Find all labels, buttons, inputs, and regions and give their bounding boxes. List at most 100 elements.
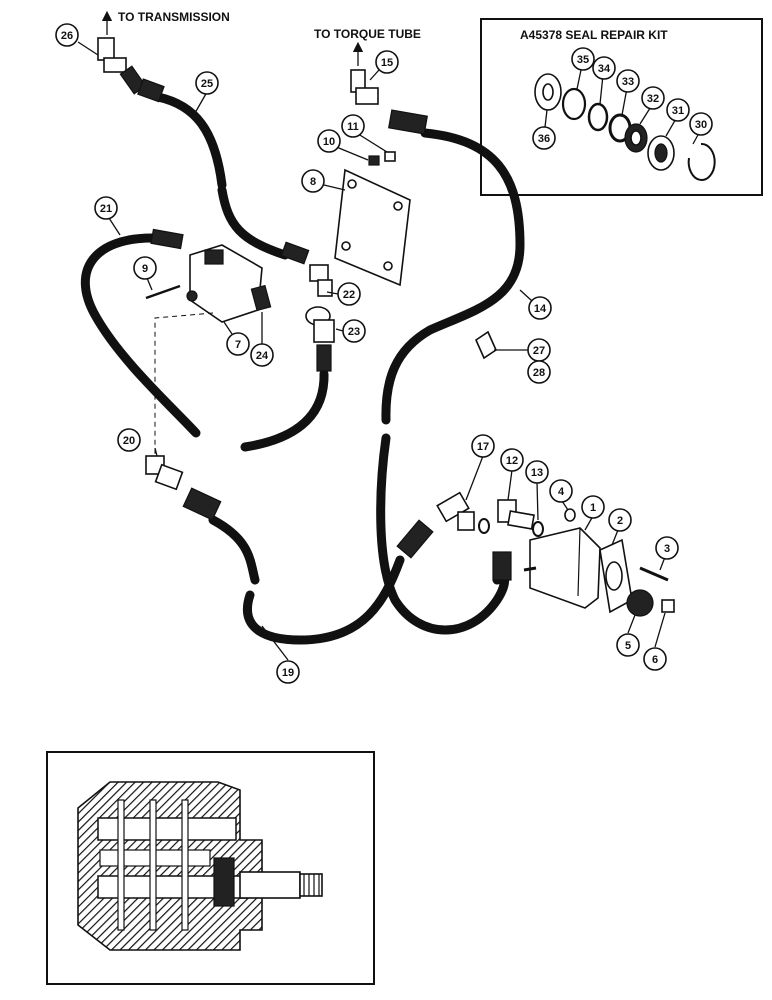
elbow-26-arm xyxy=(103,57,127,73)
seal-repair-kit-panel: A45378 SEAL REPAIR KIT xyxy=(480,18,763,196)
leader-15 xyxy=(369,69,380,81)
callout-21-text: 21 xyxy=(100,203,112,215)
hose-19-pump-fitting xyxy=(396,519,434,559)
elbow-17-stem xyxy=(457,511,475,531)
leader-13 xyxy=(536,481,539,521)
callout-9-text: 9 xyxy=(142,263,148,275)
snap-ring-30 xyxy=(687,142,716,181)
callout-12: 12 xyxy=(500,448,524,472)
leader-14 xyxy=(519,289,533,302)
leader-2 xyxy=(611,529,619,546)
callout-5: 5 xyxy=(616,633,640,657)
callout-15: 15 xyxy=(375,50,399,74)
callout-11-text: 11 xyxy=(347,121,359,133)
plate-hole-4 xyxy=(383,261,393,271)
leader-36 xyxy=(544,109,548,128)
callout-9: 9 xyxy=(133,256,157,280)
elbow-12 xyxy=(497,499,535,530)
callout-7: 7 xyxy=(226,332,250,356)
callout-15-text: 15 xyxy=(381,57,393,69)
leader-11 xyxy=(354,131,388,153)
callout-33: 33 xyxy=(616,69,640,93)
callout-22: 22 xyxy=(337,282,361,306)
callout-19: 19 xyxy=(276,660,300,684)
callout-34-text: 34 xyxy=(598,63,611,75)
callout-27-text: 27 xyxy=(533,345,545,357)
elbow-22-head xyxy=(309,264,329,282)
pump-cross-section-inset xyxy=(46,751,375,985)
callout-17-text: 17 xyxy=(477,441,489,453)
callout-31: 31 xyxy=(666,98,690,122)
callout-19-text: 19 xyxy=(282,667,294,679)
seal-kit-border xyxy=(480,18,763,196)
callout-22-text: 22 xyxy=(343,289,355,301)
gear-tooth-3 xyxy=(181,799,189,931)
elbow-15-arm xyxy=(355,87,379,105)
bolt-3 xyxy=(639,566,669,582)
o-ring-17 xyxy=(478,518,490,534)
elbow-20 xyxy=(145,455,222,521)
callout-34: 34 xyxy=(592,56,616,80)
callout-23: 23 xyxy=(342,319,366,343)
leader-19 xyxy=(261,625,289,661)
callout-7-text: 7 xyxy=(235,339,241,351)
ring-34 xyxy=(587,102,609,132)
mounting-plate-8 xyxy=(334,168,411,287)
callout-28: 28 xyxy=(527,360,551,384)
valve-7-cap xyxy=(204,249,224,265)
bearing-32-bore xyxy=(630,130,642,146)
callout-3: 3 xyxy=(655,536,679,560)
shaft-spline xyxy=(299,873,323,897)
elbow-22 xyxy=(309,264,333,297)
callout-33-text: 33 xyxy=(622,76,634,88)
pump-1-shaft xyxy=(523,566,537,572)
callout-21: 21 xyxy=(94,196,118,220)
bolt-9 xyxy=(145,284,181,300)
plate-hole-2 xyxy=(393,201,403,211)
callout-10: 10 xyxy=(317,129,341,153)
callout-4-text: 4 xyxy=(558,486,565,498)
washer-4 xyxy=(564,508,576,522)
leader-12 xyxy=(507,469,513,501)
leader-25 xyxy=(194,91,208,114)
hose-25-lower-fitting xyxy=(280,241,310,265)
hose-19 xyxy=(243,555,405,645)
to-torque-tube-label: TO TORQUE TUBE xyxy=(314,27,421,41)
elbow-17 xyxy=(436,491,475,531)
hose-25-ferrule xyxy=(137,78,165,103)
callout-8: 8 xyxy=(301,169,325,193)
plate-hole-1 xyxy=(347,179,357,189)
callout-31-text: 31 xyxy=(672,105,684,117)
gear-tooth-2 xyxy=(149,799,157,931)
tee-23-hose-end xyxy=(316,344,332,372)
leader-17 xyxy=(465,455,484,501)
callout-11: 11 xyxy=(341,114,365,138)
elbow-20-arm xyxy=(154,463,184,491)
callout-24: 24 xyxy=(250,343,274,367)
leader-10 xyxy=(333,145,369,161)
plate-8-body xyxy=(334,168,411,287)
plug-24 xyxy=(250,284,272,312)
leader-35 xyxy=(576,69,582,90)
hose-19-end-fitting xyxy=(182,487,222,521)
nut-10 xyxy=(368,155,380,166)
seal-31-bore xyxy=(654,143,668,163)
upper-gear-cavity xyxy=(97,817,237,841)
plate-hole-3 xyxy=(341,241,351,251)
elbow-22-stem xyxy=(317,279,333,297)
leader-7 xyxy=(223,321,233,335)
leader-34 xyxy=(599,74,604,105)
nut-6 xyxy=(661,599,675,613)
callout-13-text: 13 xyxy=(531,467,543,479)
o-ring-13 xyxy=(532,521,544,537)
hose-14-lower xyxy=(376,433,509,635)
hoses xyxy=(80,92,525,645)
to-transmission-label: TO TRANSMISSION xyxy=(118,10,230,24)
hose-21 xyxy=(80,233,201,438)
pump-1-seam xyxy=(577,527,581,597)
callout-35-text: 35 xyxy=(577,54,589,66)
leader-5 xyxy=(627,614,636,634)
callout-5-text: 5 xyxy=(625,640,631,652)
washer-11 xyxy=(384,151,396,162)
